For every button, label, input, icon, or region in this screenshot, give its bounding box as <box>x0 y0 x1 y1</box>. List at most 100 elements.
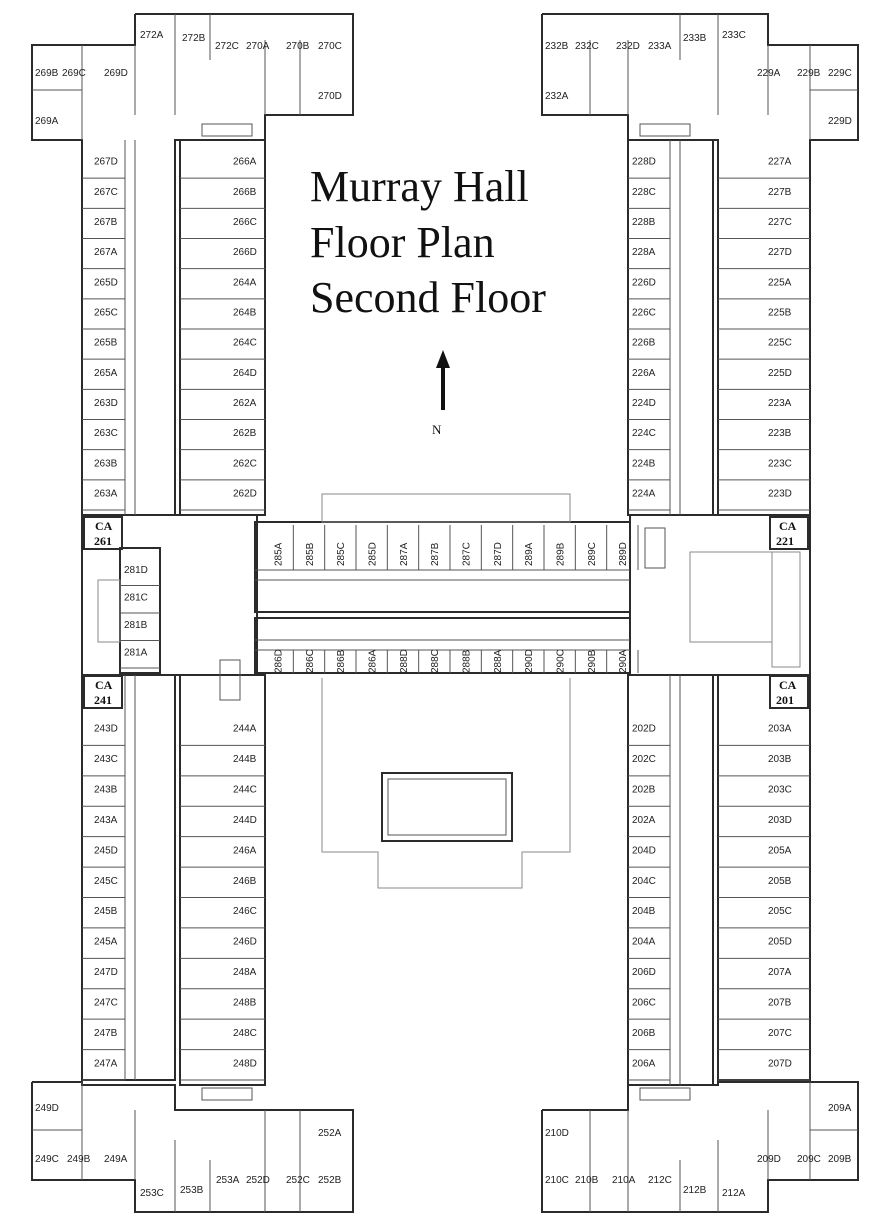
room-label: 270A <box>246 41 270 52</box>
room-label: 229D <box>828 116 852 127</box>
title-line-1: Murray Hall <box>310 162 529 211</box>
room-label: 288A <box>493 649 504 673</box>
room-label: 266B <box>233 187 257 198</box>
room-label: 248A <box>233 967 257 978</box>
room-label: 229A <box>757 68 781 79</box>
room-label: 205D <box>768 937 792 948</box>
room-label: 202B <box>632 785 656 796</box>
room-label: 232B <box>545 41 569 52</box>
title-line-3: Second Floor <box>310 273 546 322</box>
room-label: 266A <box>233 157 257 168</box>
room-label: 245D <box>94 845 118 856</box>
room-label: 269B <box>35 68 59 79</box>
room-label: 272B <box>182 33 206 44</box>
room-label: 207A <box>768 967 792 978</box>
room-label: 286B <box>336 649 347 673</box>
room-label: 203C <box>768 785 792 796</box>
room-label: 265D <box>94 277 118 288</box>
room-label: 205B <box>768 876 792 887</box>
room-label: 288C <box>430 649 441 673</box>
room-label: 249B <box>67 1154 91 1165</box>
room-label: 227D <box>768 247 792 258</box>
room-label: 285B <box>305 542 316 566</box>
room-label: 202D <box>632 724 656 735</box>
room-label: 270D <box>318 91 342 102</box>
room-label: 243C <box>94 754 118 765</box>
room-label: 252A <box>318 1128 342 1139</box>
room-label: 226A <box>632 368 656 379</box>
room-label: 207C <box>768 1028 792 1039</box>
room-label: 209B <box>828 1154 852 1165</box>
room-label: 205C <box>768 906 792 917</box>
room-label: 232C <box>575 41 599 52</box>
room-label: 290B <box>587 649 598 673</box>
room-label: 286C <box>305 649 316 673</box>
room-label: 246B <box>233 876 257 887</box>
stairs <box>201 123 691 1101</box>
room-label: 202A <box>632 815 656 826</box>
room-label: 281C <box>124 593 148 604</box>
room-label: 204C <box>632 876 656 887</box>
room-label: 224B <box>632 458 656 469</box>
room-label: 228A <box>632 247 656 258</box>
room-label: 212A <box>722 1188 746 1199</box>
room-label: 263C <box>94 428 118 439</box>
room-label: 262B <box>233 428 257 439</box>
room-labels: 267D267C267B267A265D265C265B265A263D263C… <box>35 30 852 1199</box>
room-label: 210C <box>545 1175 569 1186</box>
room-label: 210D <box>545 1128 569 1139</box>
room-label: 270B <box>286 41 310 52</box>
room-label: 281D <box>124 565 148 576</box>
room-label: 225B <box>768 307 792 318</box>
room-label: 286D <box>273 649 284 673</box>
room-label: 244A <box>233 724 257 735</box>
ca-221-line2: 221 <box>776 534 794 548</box>
room-label: 227A <box>768 157 792 168</box>
room-label: 247B <box>94 1028 118 1039</box>
room-label: 290D <box>524 649 535 673</box>
room-label: 288D <box>399 649 410 673</box>
room-label: 272C <box>215 41 239 52</box>
room-label: 247C <box>94 997 118 1008</box>
title-line-2: Floor Plan <box>310 218 495 267</box>
room-label: 262A <box>233 398 257 409</box>
room-label: 225C <box>768 338 792 349</box>
room-label: 203B <box>768 754 792 765</box>
room-label: 243B <box>94 785 118 796</box>
room-label: 281A <box>124 648 148 659</box>
room-label: 249D <box>35 1103 59 1114</box>
room-label: 253A <box>216 1175 240 1186</box>
room-label: 263A <box>94 488 118 499</box>
room-label: 205A <box>768 845 792 856</box>
room-label: 266C <box>233 217 257 228</box>
room-label: 233A <box>648 41 672 52</box>
room-label: 233B <box>683 33 707 44</box>
room-label: 232A <box>545 91 569 102</box>
room-label: 227C <box>768 217 792 228</box>
room-label: 249A <box>104 1154 128 1165</box>
room-label: 267B <box>94 217 118 228</box>
room-label: 203D <box>768 815 792 826</box>
ca-201-line1: CA <box>779 678 797 692</box>
room-label: 272A <box>140 30 164 41</box>
room-label: 225D <box>768 368 792 379</box>
room-label: 265A <box>94 368 118 379</box>
room-label: 266D <box>233 247 257 258</box>
room-label: 204B <box>632 906 656 917</box>
room-label: 228B <box>632 217 656 228</box>
room-label: 287D <box>493 542 504 566</box>
room-label: 269D <box>104 68 128 79</box>
room-label: 212C <box>648 1175 672 1186</box>
room-label: 223A <box>768 398 792 409</box>
room-label: 244B <box>233 754 257 765</box>
room-label: 226B <box>632 338 656 349</box>
room-label: 206B <box>632 1028 656 1039</box>
room-label: 247D <box>94 967 118 978</box>
room-label: 289B <box>555 542 566 566</box>
room-partitions <box>32 14 858 1212</box>
room-label: 249C <box>35 1154 59 1165</box>
room-label: 224A <box>632 488 656 499</box>
room-label: 206A <box>632 1058 656 1069</box>
room-label: 263B <box>94 458 118 469</box>
